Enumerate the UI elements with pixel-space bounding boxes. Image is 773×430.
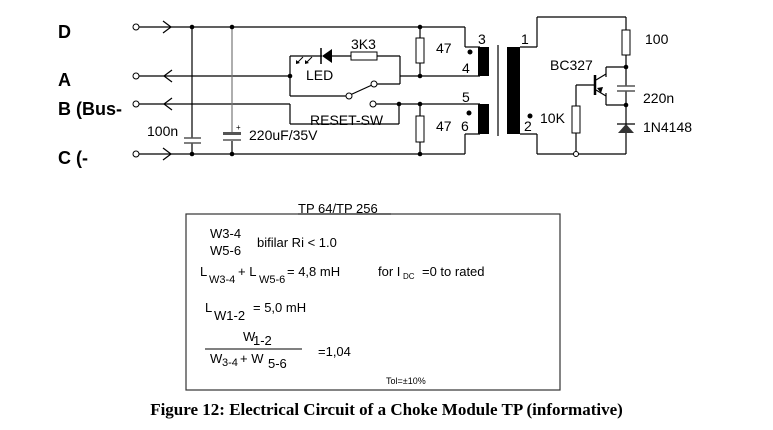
spec-rated: =0 to rated <box>422 264 485 279</box>
label-led: LED <box>306 67 333 83</box>
label-b: B (Bus- <box>58 99 122 119</box>
coil-3-4 <box>478 47 489 76</box>
junction-dots <box>189 24 629 157</box>
spec-tolerance: Tol=±10% <box>386 376 426 386</box>
switch-contact-3 <box>369 100 377 108</box>
spec-sub-w56: W5-6 <box>259 274 285 286</box>
spec-frac-den-plus: + W <box>240 351 264 366</box>
spec-L: L <box>200 264 207 279</box>
pin-6: 6 <box>461 118 469 134</box>
coil-5-6 <box>478 104 489 134</box>
spec-title: TP 64/TP 256 <box>298 201 378 216</box>
resistor-10k <box>571 105 581 134</box>
spec-frac-den-sub2: 5-6 <box>268 356 287 371</box>
resistor-100 <box>621 29 631 56</box>
spec-sub-dc: DC <box>403 272 415 281</box>
polarity-dot <box>467 49 473 55</box>
switch-contact-1 <box>345 92 353 100</box>
label-c: C (- <box>58 148 88 168</box>
resistor-3k3 <box>350 51 378 61</box>
arrow-right-icon <box>162 20 172 34</box>
label-47-bottom: 47 <box>436 118 452 134</box>
pin-3: 3 <box>478 31 486 47</box>
spec-box: TP 64/TP 256 W3-4 W5-6 bifilar Ri < 1.0 … <box>185 201 561 391</box>
terminal-labels: D A B (Bus- C (- <box>58 22 122 168</box>
spec-plus-L: + L <box>238 264 256 279</box>
spec-bifilar: bifilar Ri < 1.0 <box>257 235 337 250</box>
label-10k: 10K <box>540 110 566 126</box>
pin-5: 5 <box>462 89 470 105</box>
arrow-left-icon <box>163 69 173 83</box>
terminal-a <box>132 72 140 80</box>
terminal-circles <box>132 23 579 158</box>
spec-w56: W5-6 <box>210 243 241 258</box>
label-220n: 220n <box>643 90 674 106</box>
arrow-right-icon <box>162 147 172 161</box>
spec-w34: W3-4 <box>210 226 241 241</box>
transistor-icon <box>593 73 607 97</box>
capacitor-100n <box>184 137 201 144</box>
label-47-top: 47 <box>436 40 452 56</box>
spec-frac-den-sub1: 3-4 <box>222 357 238 369</box>
led-icon <box>296 48 332 64</box>
capacitor-220n <box>617 85 635 92</box>
label-100n: 100n <box>147 123 178 139</box>
spec-eq-50: = 5,0 mH <box>253 300 306 315</box>
label-1n4148: 1N4148 <box>643 119 692 135</box>
ground-node <box>573 151 579 157</box>
label-d: D <box>58 22 71 42</box>
label-a: A <box>58 70 71 90</box>
component-labels: 100n 220uF/35V LED 3K3 RESET-SW 47 47 BC… <box>147 31 692 143</box>
label-100: 100 <box>645 31 669 47</box>
label-bc327: BC327 <box>550 57 593 73</box>
capacitor-220u: + <box>223 123 241 141</box>
resistors <box>350 29 631 143</box>
diode-icon <box>617 123 635 133</box>
spec-frac-num-sub: 1-2 <box>253 333 272 348</box>
label-220uf: 220uF/35V <box>249 127 318 143</box>
spec-frac-den-w1: W <box>210 351 223 366</box>
terminal-c <box>132 150 140 158</box>
signal-arrows <box>162 20 173 161</box>
spec-L2: L <box>205 300 212 315</box>
spec-frac-num-w: W <box>243 329 256 344</box>
spec-sub-w12: W1-2 <box>214 308 245 323</box>
wires <box>139 16 627 155</box>
svg-text:+: + <box>236 123 241 132</box>
pin-4: 4 <box>462 60 470 76</box>
figure-caption: Figure 12: Electrical Circuit of a Choke… <box>150 400 623 419</box>
label-3k3: 3K3 <box>351 36 376 52</box>
pin-2: 2 <box>524 118 532 134</box>
spec-ratio: =1,04 <box>318 344 351 359</box>
polarity-dot <box>466 110 472 116</box>
switch-contact-2 <box>370 80 378 88</box>
arrow-left-icon <box>163 97 173 111</box>
spec-for: for I <box>378 264 400 279</box>
spec-sub-w34: W3-4 <box>209 274 235 286</box>
polarity-dot <box>527 113 533 119</box>
terminal-d <box>132 23 140 31</box>
terminal-b <box>132 100 140 108</box>
label-reset-sw: RESET-SW <box>310 112 384 128</box>
coil-1-2 <box>507 47 520 134</box>
resistor-47-top <box>415 37 425 64</box>
transformer <box>466 45 533 136</box>
spec-eq-48: = 4,8 mH <box>287 264 340 279</box>
resistor-47-bottom <box>415 115 425 143</box>
pin-1: 1 <box>521 31 529 47</box>
